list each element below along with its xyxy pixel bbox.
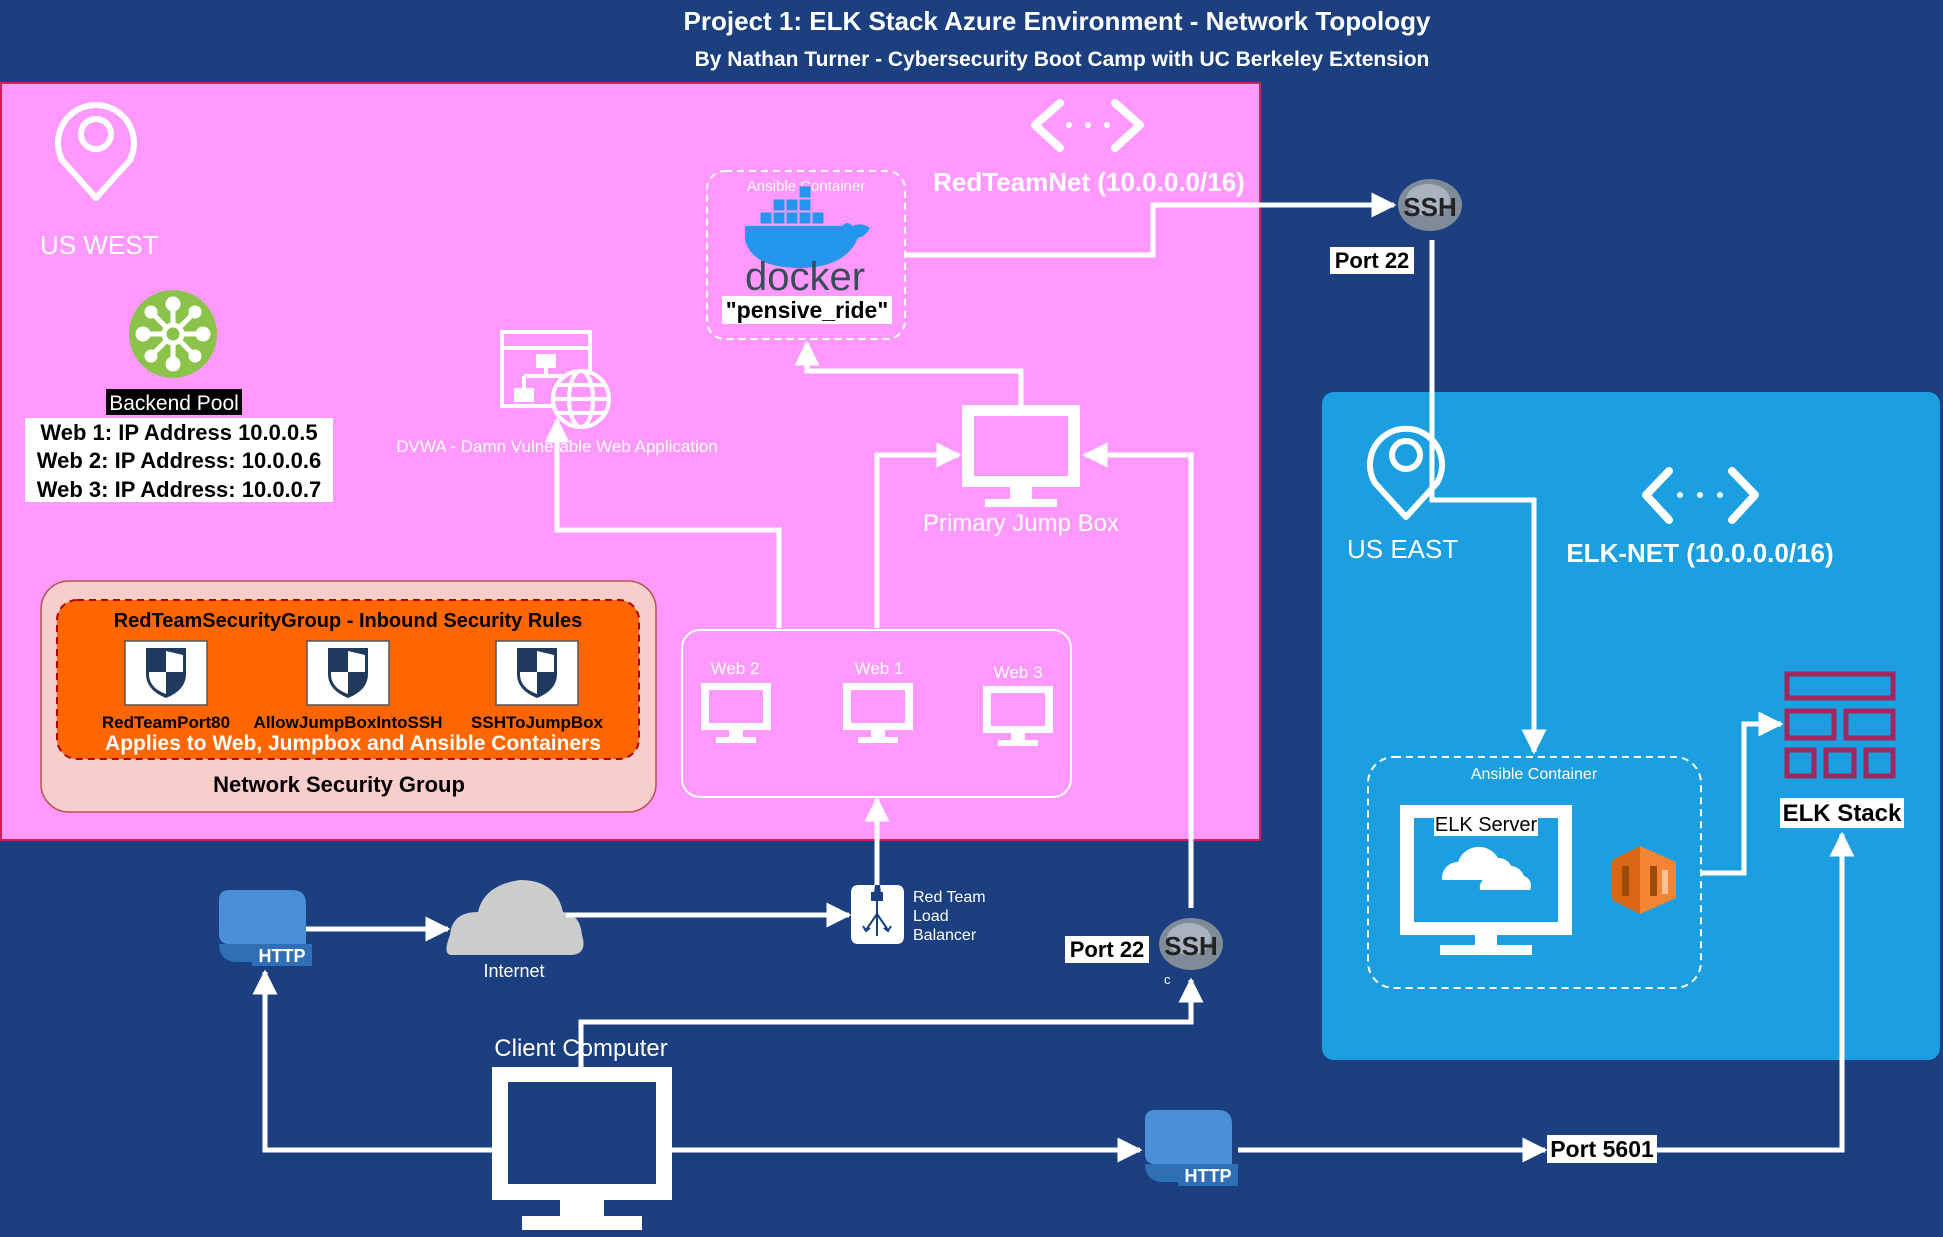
security-group-applies: Applies to Web, Jumpbox and Ansible Cont… bbox=[105, 732, 601, 755]
connector-jumpbox-to-ansible bbox=[794, 340, 1024, 405]
web1-monitor-icon bbox=[843, 683, 913, 743]
elk-server-label: ELK Server bbox=[1435, 814, 1538, 836]
elk-stack-icon bbox=[1784, 671, 1896, 779]
rule2-shield-icon bbox=[306, 640, 390, 706]
ansible-container-east-label: Ansible Container bbox=[1471, 766, 1598, 783]
lb-line2: Load bbox=[913, 908, 949, 925]
us-west-label: US WEST bbox=[40, 230, 159, 260]
us-east-label: US EAST bbox=[1347, 534, 1458, 564]
internet-label: Internet bbox=[483, 961, 544, 981]
connector-web1-to-jumpbox bbox=[874, 442, 962, 628]
load-balancer-icon bbox=[851, 885, 904, 944]
connectors bbox=[252, 192, 1855, 1163]
ssh-icon-bottom: SSH bbox=[1159, 918, 1223, 970]
connector-client-to-ssh-bottom bbox=[578, 977, 1204, 1067]
redteamnet-label: RedTeamNet (10.0.0.0/16) bbox=[933, 167, 1245, 197]
backend-pool-web3: Web 3: IP Address: 10.0.0.7 bbox=[37, 477, 322, 502]
elk-stack-label: ELK Stack bbox=[1783, 800, 1902, 827]
lb-line1: Red Team bbox=[913, 889, 986, 906]
web1-label: Web 1 bbox=[855, 659, 904, 678]
security-group-title: RedTeamSecurityGroup - Inbound Security … bbox=[114, 610, 583, 632]
connector-client-to-http-left bbox=[252, 969, 492, 1153]
ssh-icon-top: SSH bbox=[1398, 179, 1462, 231]
svg-text:SSH: SSH bbox=[1164, 931, 1217, 961]
http-left-label: HTTP bbox=[259, 946, 306, 966]
page-subtitle: By Nathan Turner - Cybersecurity Boot Ca… bbox=[695, 48, 1430, 71]
rule1-shield-icon bbox=[124, 640, 208, 706]
svg-text:SSH: SSH bbox=[1403, 192, 1456, 222]
rule3-shield-icon bbox=[495, 640, 579, 706]
kibana-port-label: Port 5601 bbox=[1550, 1136, 1654, 1162]
lb-line3: Balancer bbox=[913, 927, 977, 944]
http-icon-bottom bbox=[1145, 1110, 1238, 1186]
connector-web2-to-dvwa bbox=[544, 417, 782, 628]
connector-ssh-bottom-to-jumpbox bbox=[1082, 442, 1194, 908]
ansible-container-name: "pensive_ride" bbox=[726, 297, 888, 323]
rule2-label: AllowJumpBoxIntoSSH bbox=[254, 713, 443, 732]
ansible-container-east bbox=[1367, 756, 1702, 989]
connector-port5601-to-elkstack bbox=[1657, 831, 1855, 1153]
web3-label: Web 3 bbox=[994, 663, 1043, 682]
rule1-label: RedTeamPort80 bbox=[102, 713, 230, 732]
http-icon-left bbox=[219, 890, 312, 966]
ssh-bottom-sub: c bbox=[1164, 972, 1171, 987]
docker-brand-text: docker bbox=[745, 255, 865, 299]
jump-box-monitor-icon bbox=[962, 405, 1080, 507]
page-title: Project 1: ELK Stack Azure Environment -… bbox=[684, 6, 1431, 36]
map-pin-icon-east bbox=[1367, 425, 1445, 520]
web3-monitor-icon bbox=[983, 686, 1053, 746]
web2-label: Web 2 bbox=[711, 659, 760, 678]
backend-pool-icon bbox=[129, 290, 217, 378]
internet-cloud-icon bbox=[446, 880, 584, 955]
virtual-network-icon-east bbox=[1642, 467, 1759, 524]
web2-monitor-icon bbox=[701, 683, 771, 743]
ssh-top-port-label: Port 22 bbox=[1335, 248, 1410, 273]
client-computer-monitor-icon bbox=[492, 1067, 672, 1230]
virtual-network-icon bbox=[1031, 99, 1144, 152]
jump-box-label: Primary Jump Box bbox=[923, 510, 1119, 537]
aws-container-icon bbox=[1612, 846, 1676, 914]
elk-net-label: ELK-NET (10.0.0.0/16) bbox=[1566, 538, 1833, 568]
http-bottom-label: HTTP bbox=[1185, 1166, 1232, 1186]
map-pin-icon bbox=[55, 102, 137, 201]
rule3-label: SSHToJumpBox bbox=[471, 713, 603, 732]
connector-ssh-to-elk-ansible bbox=[1429, 240, 1547, 755]
ssh-bottom-port-label: Port 22 bbox=[1070, 937, 1145, 962]
web-app-icon bbox=[500, 330, 611, 429]
backend-pool-web1: Web 1: IP Address 10.0.0.5 bbox=[40, 420, 317, 445]
docker-whale-icon bbox=[745, 185, 870, 268]
connector-ansible-to-ssh bbox=[905, 192, 1397, 258]
backend-pool-title: Backend Pool bbox=[109, 392, 239, 415]
network-security-group-label: Network Security Group bbox=[213, 772, 465, 797]
connector-container-to-elkstack bbox=[1702, 711, 1784, 876]
backend-pool-web2: Web 2: IP Address: 10.0.0.6 bbox=[37, 448, 322, 473]
